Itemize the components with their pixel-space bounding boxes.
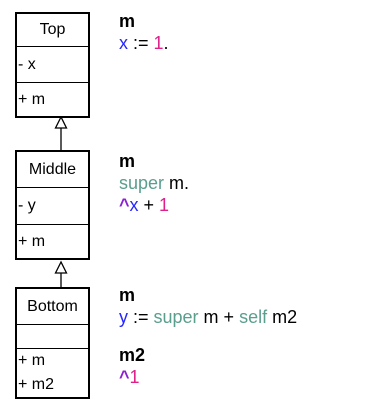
code-middle-call: m.	[164, 173, 190, 193]
class-bottom-name: Bottom	[27, 297, 78, 315]
code-bottom-m-super: super	[153, 307, 199, 327]
bottom-to-middle-arrowhead	[54, 260, 68, 274]
class-bottom-method-m: + m	[17, 348, 88, 373]
code-bottom-m-mid: m +	[198, 307, 240, 327]
code-bottom-m2-method-name: m2	[119, 345, 146, 365]
code-middle-m: m super m. ^x + 1	[119, 150, 189, 216]
class-top-name: Top	[39, 21, 66, 38]
class-bottom: Bottom + m + m2	[15, 287, 90, 399]
class-middle: Middle - y + m	[15, 150, 90, 260]
code-middle-value: 1	[159, 195, 170, 215]
code-bottom-m-assign: :=	[128, 307, 154, 327]
code-middle-method-name: m	[119, 151, 136, 171]
code-bottom-m-call: m2	[267, 307, 298, 327]
code-middle-super: super	[119, 173, 165, 193]
code-top-body: x := 1.	[119, 32, 169, 54]
code-bottom-m2-value: 1	[129, 367, 140, 387]
code-bottom-m-method-name: m	[119, 285, 136, 305]
code-middle-line1: super m.	[119, 172, 189, 194]
code-bottom-m2: m2 ^1	[119, 344, 145, 388]
class-middle-method: + m	[17, 224, 88, 258]
class-middle-name: Middle	[28, 160, 77, 178]
code-bottom-m: m y := super m + self m2	[119, 284, 297, 328]
code-bottom-m2-body: ^1	[119, 366, 145, 388]
code-top-method-name: m	[119, 11, 136, 31]
class-bottom-attribute	[17, 324, 88, 348]
code-middle-plus: +	[138, 195, 160, 215]
middle-to-top-arrowhead	[54, 115, 68, 129]
class-middle-attribute: - y	[17, 187, 88, 224]
code-middle-var: x	[129, 195, 139, 215]
class-top-method: + m	[17, 82, 88, 116]
class-top-attribute: - x	[17, 46, 88, 82]
code-top-assign: :=	[128, 33, 154, 53]
code-bottom-m-self: self	[239, 307, 268, 327]
code-top-var: x	[119, 33, 128, 53]
code-top-end: .	[163, 33, 169, 53]
code-middle-line2: ^x + 1	[119, 194, 189, 216]
class-top: Top - x + m	[15, 12, 90, 118]
code-bottom-m2-caret: ^	[119, 367, 130, 387]
code-top-value: 1	[153, 33, 164, 53]
class-bottom-method-m2: + m2	[18, 376, 55, 393]
code-middle-caret: ^	[119, 195, 130, 215]
code-bottom-m-body: y := super m + self m2	[119, 306, 297, 328]
code-bottom-m-var: y	[119, 307, 128, 327]
code-top-m: m x := 1.	[119, 10, 169, 54]
